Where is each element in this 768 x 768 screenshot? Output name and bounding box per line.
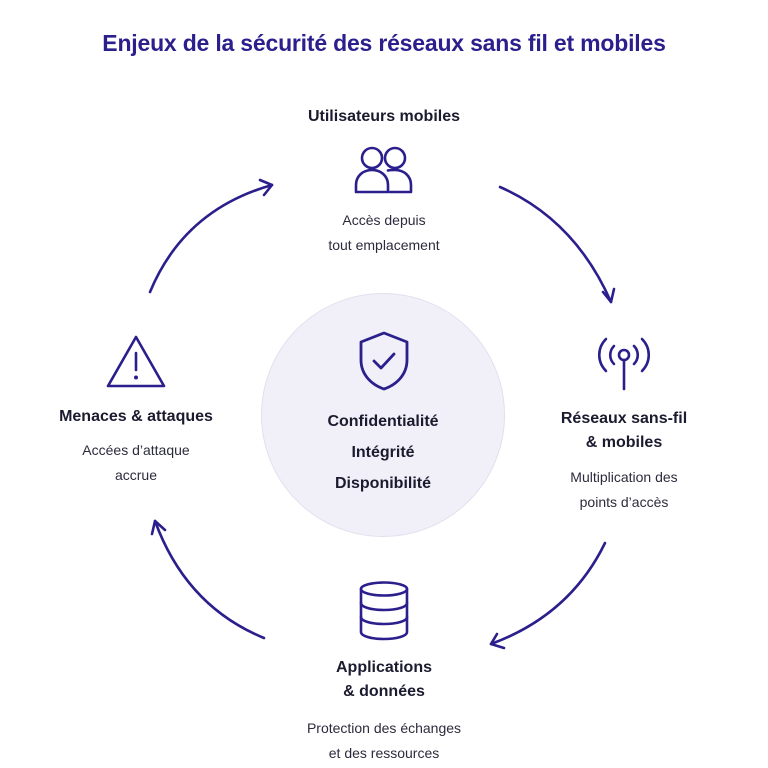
node-description: Accès depuis tout emplacement (234, 208, 534, 258)
node-description: Accées d’attaque accrue (36, 438, 236, 488)
arrow-right-to-bottom (489, 541, 607, 646)
users-icon (354, 146, 413, 194)
arrow-left-to-top (148, 183, 274, 294)
pillar-confidentiality: Confidentialité (327, 413, 439, 430)
warning-triangle-icon (106, 335, 166, 388)
database-icon (359, 581, 409, 641)
security-pillars: Confidentialité Intégrité Disponibilité (262, 406, 504, 499)
desc-line: Accès depuis (342, 212, 426, 228)
diagram-title: Enjeux de la sécurité des réseaux sans f… (102, 30, 666, 56)
node-applications-data: Applications & données Protection des éc… (234, 580, 534, 766)
title-line: & données (343, 683, 425, 700)
node-title: Menaces & attaques (59, 408, 213, 425)
antenna-signal-icon (597, 337, 651, 391)
desc-line: accrue (114, 467, 158, 483)
arrow-bottom-to-left (153, 519, 266, 640)
desc-line: tout emplacement (328, 237, 440, 253)
desc-line: points d’accès (579, 494, 669, 510)
pillar-integrity: Intégrité (351, 444, 415, 461)
security-core-circle: Confidentialité Intégrité Disponibilité (261, 293, 505, 537)
node-description: Protection des échanges et des ressource… (234, 716, 534, 766)
node-title: Utilisateurs mobiles (307, 108, 461, 125)
pillar-availability: Disponibilité (335, 475, 431, 492)
arrow-top-to-right (498, 185, 613, 304)
title-line: Applications (335, 659, 432, 676)
node-title: Réseaux sans-fil & mobiles (534, 407, 714, 455)
desc-line: et des ressources (328, 745, 440, 761)
node-title: Applications & données (234, 656, 534, 704)
desc-line: Multiplication des (570, 469, 678, 485)
node-threats-attacks: Menaces & attaques Accées d’attaque accr… (36, 333, 236, 488)
node-description: Multiplication des points d’accès (534, 465, 714, 515)
node-mobile-users: Utilisateurs mobiles Accès depuis tout e… (234, 105, 534, 258)
shield-check-icon (359, 331, 409, 391)
title-line: & mobiles (585, 434, 663, 451)
title-line: Réseaux sans-fil (560, 410, 688, 427)
desc-line: Accées d’attaque (82, 442, 190, 458)
desc-line: Protection des échanges (306, 720, 462, 736)
node-wireless-networks: Réseaux sans-fil & mobiles Multiplicatio… (534, 335, 714, 515)
